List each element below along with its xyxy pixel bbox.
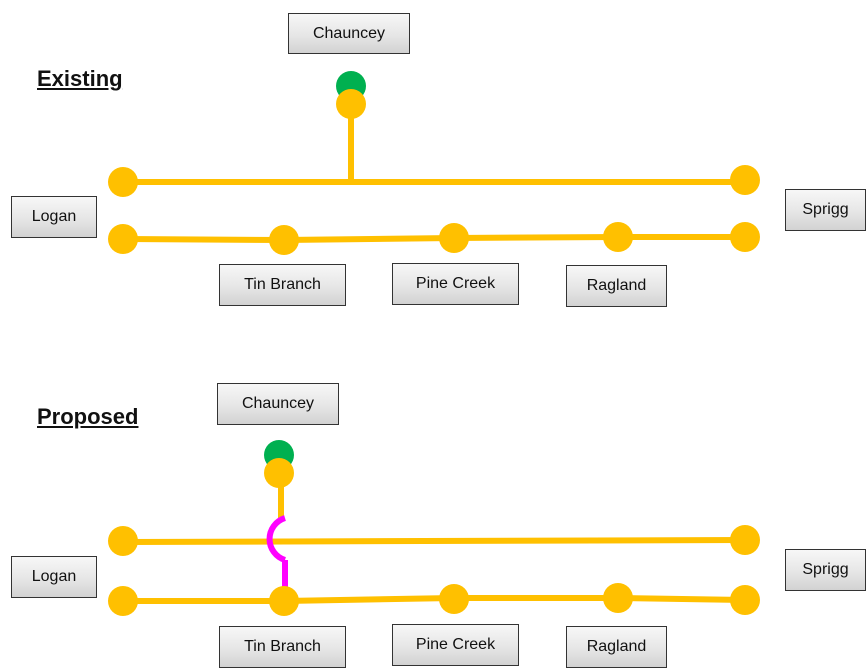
proposed-logan-bottom-node (108, 586, 138, 616)
existing-heading: Existing (37, 66, 123, 91)
existing-bottom-line (122, 234, 745, 244)
existing-pine-creek-label: Pine Creek (392, 263, 519, 305)
existing-sprigg-top-node (730, 165, 760, 195)
proposed-heading: Proposed (37, 404, 139, 429)
existing-ragland-label: Ragland (566, 265, 667, 307)
proposed-logan-top-node (108, 526, 138, 556)
proposed-new-line-arc (266, 515, 287, 563)
proposed-sprigg-top-node (730, 525, 760, 555)
proposed-chauncey-label: Chauncey (217, 383, 339, 425)
proposed-tin-branch-label: Tin Branch (219, 626, 346, 668)
proposed-chauncey-node (264, 458, 294, 488)
existing-sprigg-label: Sprigg (785, 189, 866, 231)
existing-logan-label: Logan (11, 196, 97, 238)
proposed-section (108, 440, 760, 616)
existing-section (108, 71, 760, 255)
existing-chauncey-label: Chauncey (288, 13, 410, 54)
proposed-ragland-label: Ragland (566, 626, 667, 668)
proposed-pine-creek-node (439, 584, 469, 614)
existing-tin-branch-node (269, 225, 299, 255)
proposed-sprigg-label: Sprigg (785, 549, 866, 591)
proposed-ragland-node (603, 583, 633, 613)
existing-tin-branch-label: Tin Branch (219, 264, 346, 306)
existing-logan-top-node (108, 167, 138, 197)
proposed-bottom-line (123, 595, 746, 604)
existing-logan-bottom-node (108, 224, 138, 254)
existing-pine-creek-node (439, 223, 469, 253)
existing-ragland-node (603, 222, 633, 252)
proposed-sprigg-bottom-node (730, 585, 760, 615)
proposed-pine-creek-label: Pine Creek (392, 624, 519, 666)
existing-chauncey-node (336, 89, 366, 119)
existing-sprigg-bottom-node (730, 222, 760, 252)
proposed-top-line (122, 537, 746, 545)
proposed-tin-branch-node (269, 586, 299, 616)
proposed-logan-label: Logan (11, 556, 97, 598)
